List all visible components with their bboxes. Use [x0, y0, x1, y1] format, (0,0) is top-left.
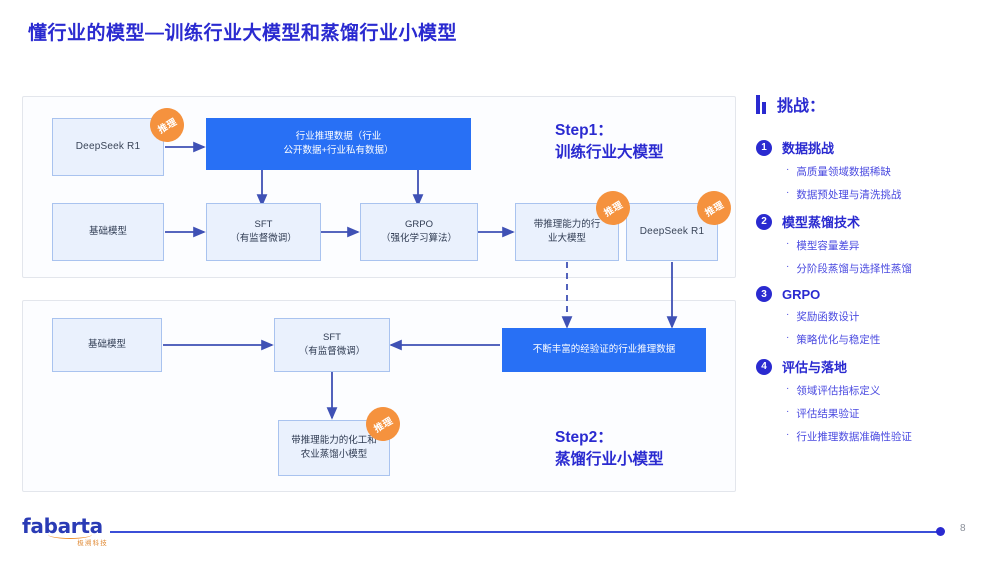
challenge-bullet: · 高质量领域数据稀缺 [786, 164, 988, 179]
step2-caption-line1: Step2： [555, 429, 613, 446]
bullet-dot-icon: · [786, 238, 790, 249]
node-label-line2: （有监督微调） [230, 233, 297, 244]
node-base-model-step2[interactable]: 基础模型 [52, 318, 162, 372]
badge-label: 推理 [372, 415, 396, 436]
challenge-item: 4 评估与落地 · 领域评估指标定义 · 评估结果验证 · 行业推理数据准确性验证 [756, 357, 988, 444]
node-label: 基础模型 [88, 226, 127, 238]
challenge-item: 2 模型蒸馏技术 · 模型容量差异 · 分阶段蒸馏与选择性蒸馏 [756, 212, 988, 276]
challenges-panel: 挑战： 1 数据挑战 · 高质量领域数据稀缺 · 数据预处理与清洗挑战 2 模型蒸馏… [756, 92, 988, 454]
bullet-dot-icon: · [786, 164, 790, 175]
node-deepseek-r1[interactable]: DeepSeek R1 [52, 118, 164, 176]
challenge-bullet-label: 高质量领域数据稀缺 [796, 166, 891, 178]
step1-caption: Step1： 训练行业大模型 [555, 120, 664, 165]
brand-logo-subtitle: 极溯科技 [77, 540, 108, 547]
page-number: 8 [960, 523, 966, 534]
node-grpo-step1[interactable]: GRPO （强化学习算法） [360, 203, 478, 261]
challenge-bullet: · 奖励函数设计 [786, 309, 988, 324]
bullet-dot-icon: · [786, 261, 790, 272]
challenges-heading-label: 挑战： [777, 98, 826, 115]
challenge-title: GRPO [782, 286, 821, 302]
node-label-line1: 行业推理数据（行业 [295, 131, 382, 143]
node-industry-big-model[interactable]: 带推理能力的行 业大模型 [515, 203, 619, 261]
challenge-item: 1 数据挑战 · 高质量领域数据稀缺 · 数据预处理与清洗挑战 [756, 138, 988, 202]
badge-label: 推理 [703, 199, 727, 220]
node-label: 基础模型 [87, 339, 126, 351]
challenge-bullet-label: 领域评估指标定义 [796, 385, 881, 397]
node-label-line1: SFT [323, 332, 341, 344]
badge-label: 推理 [602, 199, 626, 220]
step2-caption-line2: 蒸馏行业小模型 [555, 451, 664, 469]
badge-label: 推理 [156, 116, 180, 137]
challenge-bullet-label: 数据预处理与清洗挑战 [796, 189, 902, 201]
challenge-bullet: · 数据预处理与清洗挑战 [786, 187, 988, 202]
footer-end-dot-icon [936, 527, 945, 536]
node-deepseek-r1-second[interactable]: DeepSeek R1 [626, 203, 718, 261]
node-label-line2: 农业蒸馏小模型 [300, 449, 368, 460]
challenge-bullet-label: 策略优化与稳定性 [796, 334, 881, 346]
challenge-item: 3 GRPO · 奖励函数设计 · 策略优化与稳定性 [756, 286, 988, 347]
node-label-line2: （有监督微调） [298, 346, 366, 357]
node-label: DeepSeek R1 [75, 140, 141, 152]
challenge-title: 模型蒸馏技术 [782, 215, 861, 230]
challenge-bullet: · 行业推理数据准确性验证 [786, 429, 988, 444]
node-industry-reasoning-data[interactable]: 行业推理数据（行业 公开数据+行业私有数据） [206, 118, 471, 170]
node-label-line1: 带推理能力的化工和 [291, 435, 377, 447]
challenge-bullet-label: 行业推理数据准确性验证 [796, 431, 912, 443]
challenge-bullet: · 领域评估指标定义 [786, 383, 988, 398]
bullet-dot-icon: · [786, 406, 790, 417]
node-base-model-step1[interactable]: 基础模型 [52, 203, 164, 261]
bullet-dot-icon: · [786, 332, 790, 343]
node-label-line1: SFT [254, 219, 273, 231]
challenge-bullet-label: 奖励函数设计 [796, 311, 860, 323]
footer-divider [110, 531, 940, 533]
challenge-number-badge: 2 [756, 213, 772, 230]
challenge-bullet: · 评估结果验证 [786, 406, 988, 421]
node-verified-industry-data[interactable]: 不断丰富的经验证的行业推理数据 [502, 328, 706, 372]
node-label-line1: GRPO [405, 219, 433, 231]
challenge-number-badge: 3 [756, 286, 772, 302]
bullet-dot-icon: · [786, 429, 790, 440]
challenge-bullet: · 策略优化与稳定性 [786, 332, 988, 347]
challenge-number-badge: 4 [756, 358, 772, 375]
node-label: DeepSeek R1 [639, 225, 705, 237]
node-label-line2: （强化学习算法） [380, 233, 457, 244]
step1-caption-line1: Step1： [555, 122, 613, 139]
challenges-heading: 挑战： [756, 92, 988, 116]
challenge-title: 数据挑战 [782, 141, 835, 156]
brand-logo-swoosh-icon [48, 530, 92, 539]
challenge-bullet-label: 模型容量差异 [796, 240, 860, 252]
node-label-line2: 业大模型 [547, 233, 586, 244]
page-title: 懂行业的模型—训练行业大模型和蒸馏行业小模型 [28, 23, 458, 44]
bullet-dot-icon: · [786, 187, 790, 198]
challenge-bullet-label: 评估结果验证 [796, 408, 860, 420]
node-label: 不断丰富的经验证的行业推理数据 [532, 344, 676, 356]
challenge-number-badge: 1 [756, 139, 772, 156]
brand-logo: fabarta 极溯科技 [22, 516, 108, 547]
node-label-line1: 带推理能力的行 [533, 219, 601, 231]
challenge-title: 评估与落地 [782, 360, 848, 375]
challenge-bullet-label: 分阶段蒸馏与选择性蒸馏 [796, 263, 912, 275]
challenge-bullet: · 模型容量差异 [786, 238, 988, 253]
bar-marker-icon [756, 94, 768, 114]
node-sft-step1[interactable]: SFT （有监督微调） [206, 203, 321, 261]
step2-caption: Step2： 蒸馏行业小模型 [555, 427, 664, 472]
bullet-dot-icon: · [786, 383, 790, 394]
node-sft-step2[interactable]: SFT （有监督微调） [274, 318, 390, 372]
node-label-line2: 公开数据+行业私有数据） [283, 145, 394, 156]
challenge-bullet: · 分阶段蒸馏与选择性蒸馏 [786, 261, 988, 276]
bullet-dot-icon: · [786, 309, 790, 320]
step1-caption-line2: 训练行业大模型 [555, 144, 664, 162]
